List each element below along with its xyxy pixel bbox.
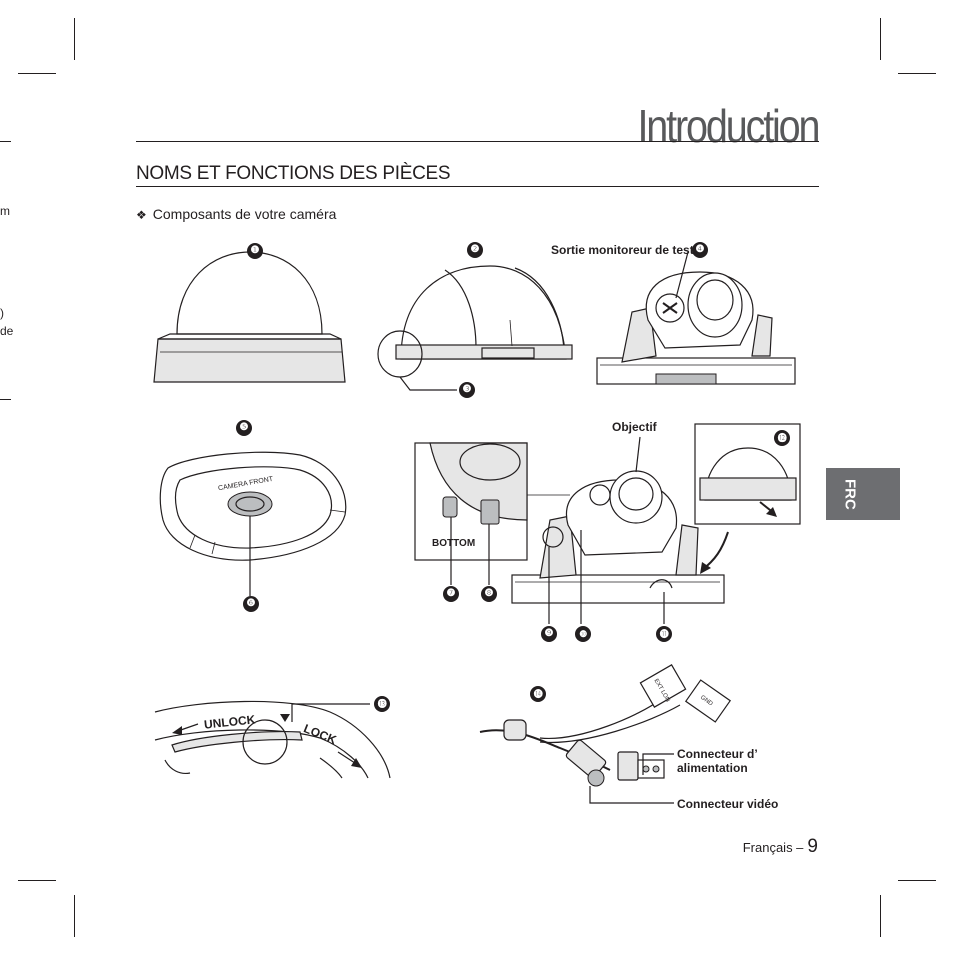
margin-fragment: de [0,324,14,338]
lock-ring-figure: UNLOCK LOCK [154,700,391,779]
cable-figure: EXT LON GND [479,664,732,804]
dome-inner-cover-figure [377,265,573,391]
callout-1: ❶ [247,243,263,259]
page-number: 9 [807,836,818,857]
section-rule [136,186,819,187]
camera-lens-module-figure [511,436,729,624]
callout-9: ❾ [541,626,557,642]
language-tab: FRC [826,468,900,520]
section-title: NOMS ET FONCTIONS DES PIÈCES [136,163,451,184]
bottom-connector-inset: BOTTOM [414,442,570,585]
subsection-title: Composants de votre caméra [152,206,337,222]
callout-5: ❺ [236,420,252,436]
crop-mark-top-left-h [18,73,56,74]
mounting-base-figure: CAMERA FRONT [159,451,347,596]
language-tab-label: FRC [841,478,859,510]
diamond-bullet-icon: ❖ [136,208,147,222]
title-rule [136,141,819,142]
callout-14: ⓮ [530,686,546,702]
crop-mark-top-right [880,18,881,60]
crop-mark-bottom-left-h [18,880,56,881]
callout-7: ❼ [443,586,459,602]
power-connector-label-line1: Connecteur d’ [677,747,758,761]
unlock-label: UNLOCK [203,712,256,731]
callout-4: ❹ [692,242,708,258]
page-title: Introduction [637,100,820,152]
lens-label: Objectif [612,420,657,434]
page-footer: Français –9 [743,835,818,860]
margin-rule-lower [0,399,11,400]
crop-mark-bottom-left [74,895,75,937]
power-connector-label: Connecteur d’ alimentation [677,747,758,775]
crop-mark-bottom-right [880,895,881,937]
callout-13: ⓭ [374,696,390,712]
crop-mark-top-left [74,18,75,60]
callout-12: ⓬ [774,430,790,446]
crop-mark-top-right-h [898,73,936,74]
callout-11: ⓫ [656,626,672,642]
callout-6: ❻ [243,596,259,612]
callout-8: ❽ [481,586,497,602]
dome-cover-figure [153,251,346,383]
power-connector-label-line2: alimentation [677,761,748,775]
bottom-mark: BOTTOM [432,538,475,549]
camera-module-figure [596,251,796,385]
margin-rule-upper [0,141,11,142]
test-monitor-label: Sortie monitoreur de test [551,243,694,257]
lock-label: LOCK [302,721,339,747]
callout-10: ❿ [575,626,591,642]
video-connector-label: Connecteur vidéo [677,797,779,811]
callout-2: ❷ [467,242,483,258]
callout-3: ❸ [459,382,475,398]
subsection-heading: ❖ Composants de votre caméra [136,205,336,224]
callout-leaders [291,389,457,722]
margin-fragment: ) [0,306,4,320]
footer-language: Français – [742,840,804,855]
crop-mark-bottom-right-h [898,880,936,881]
margin-fragment: m [0,204,10,218]
